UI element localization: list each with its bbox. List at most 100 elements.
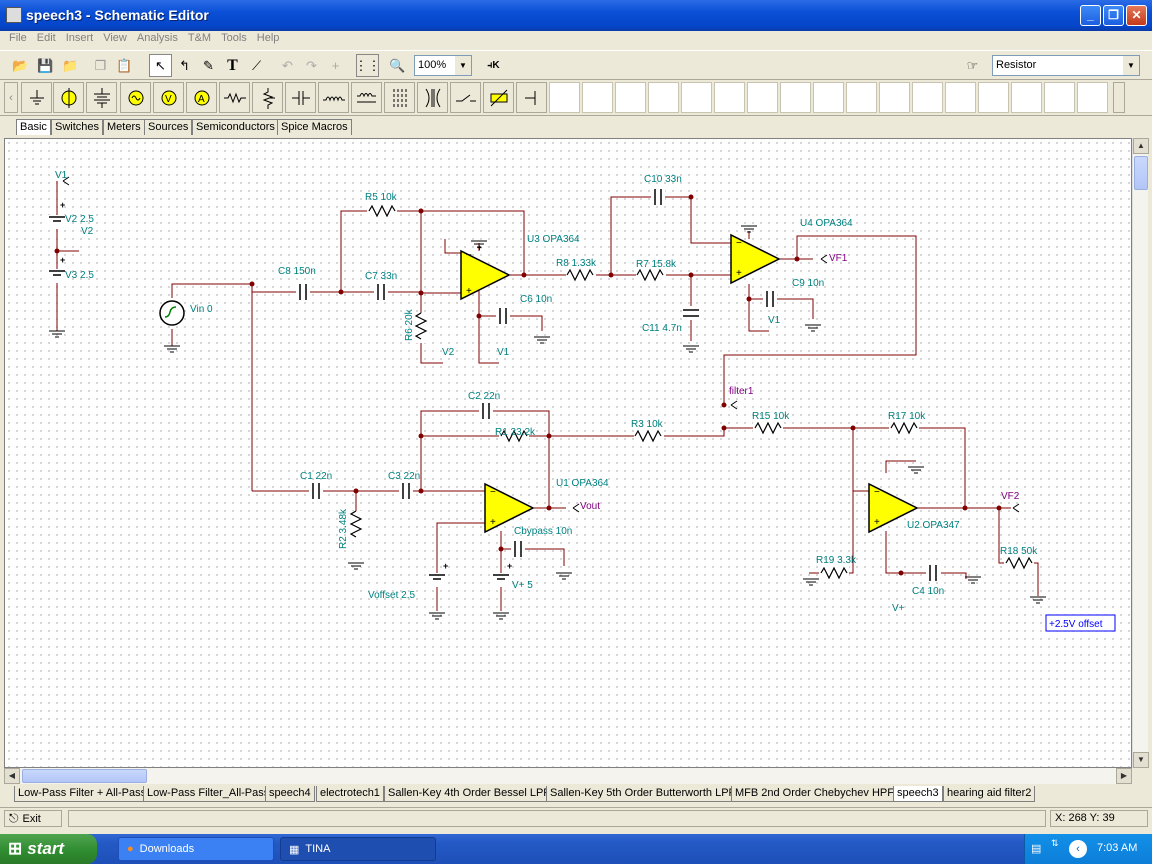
label-r18: R18 50k: [1000, 546, 1038, 557]
redo-icon[interactable]: ↷: [306, 57, 317, 73]
horizontal-scrollbar[interactable]: ◀ ▶: [4, 768, 1132, 784]
label-vout: Vout: [580, 501, 600, 512]
close-button[interactable]: ✕: [1126, 5, 1147, 26]
component-k-icon[interactable]: ⫞K: [487, 60, 500, 71]
sheet-tab[interactable]: electrotech1: [316, 786, 384, 802]
scroll-down-icon[interactable]: ▼: [1133, 752, 1149, 768]
menu-analysis[interactable]: Analysis: [136, 32, 178, 44]
maximize-button[interactable]: ❐: [1103, 5, 1124, 26]
sheet-tab[interactable]: speech4: [265, 786, 315, 802]
label-c6: C6 10n: [520, 294, 552, 305]
text-tool-icon[interactable]: T: [227, 56, 238, 74]
copy-icon[interactable]: ❐: [94, 57, 107, 73]
battery-v2[interactable]: [47, 215, 67, 229]
chevron-down-icon[interactable]: ▼: [455, 56, 471, 75]
component-select[interactable]: Resistor ▼: [992, 55, 1140, 76]
inductor-icon[interactable]: [318, 82, 349, 113]
open-folder-icon[interactable]: 📂: [12, 57, 29, 73]
voltage-source-icon[interactable]: [120, 82, 151, 113]
battery-icon[interactable]: [86, 82, 117, 113]
sheet-tab-active[interactable]: speech3: [893, 786, 943, 802]
battery-v3[interactable]: [47, 269, 67, 283]
menu-help[interactable]: Help: [256, 32, 280, 44]
menu-tools[interactable]: Tools: [221, 32, 247, 44]
chevron-left-icon[interactable]: ‹: [1069, 840, 1087, 858]
sheet-tab[interactable]: Sallen-Key 5th Order Butterworth LPF: [546, 786, 740, 802]
zoom-select[interactable]: 100% ▼: [414, 55, 472, 76]
svg-text:−: −: [466, 250, 472, 261]
potentiometer-icon[interactable]: [252, 82, 283, 113]
start-button[interactable]: ⊞ start: [0, 834, 97, 864]
label-r2: R2 3.48k: [338, 508, 349, 549]
tab-sources[interactable]: Sources: [144, 119, 193, 135]
pencil-icon[interactable]: ✎: [203, 57, 214, 73]
main-toolbar: 📂 💾 📁 ❐ 📋 ↖ ↰ ✎ T ⟋ ↶ ↷ + ⋮⋮ 🔍 100% ▼ ⫞K…: [0, 50, 1152, 80]
open-icon[interactable]: 📁: [62, 57, 79, 73]
chevron-down-icon[interactable]: ▼: [1123, 56, 1139, 75]
undo-icon[interactable]: ↶: [282, 57, 293, 73]
task-label: TINA: [305, 843, 331, 855]
ideal-transformer-icon[interactable]: [417, 82, 448, 113]
resistor-icon[interactable]: [219, 82, 250, 113]
capacitor-c6: [496, 307, 510, 325]
menu-insert[interactable]: Insert: [65, 32, 94, 44]
task-tina[interactable]: ▦ TINA: [280, 837, 436, 861]
labels: V1 V2 2.5 V2 V3 2.5 Vin 0 C8 150n R5 10k…: [55, 170, 1038, 614]
schematic-drawing[interactable]: −+ + −+ −+: [5, 139, 1132, 768]
tab-meters[interactable]: Meters: [103, 119, 145, 135]
sheet-tab[interactable]: Low-Pass Filter + All-Pass: [14, 786, 151, 802]
menu-tm[interactable]: T&M: [187, 32, 212, 44]
tab-basic[interactable]: Basic: [16, 119, 51, 135]
scroll-right-icon[interactable]: ▶: [1116, 768, 1132, 784]
grid-icon[interactable]: ⋮⋮: [355, 54, 381, 77]
minimize-button[interactable]: _: [1080, 5, 1101, 26]
schematic-canvas[interactable]: −+ + −+ −+: [4, 138, 1132, 768]
switch-icon[interactable]: [450, 82, 481, 113]
horizontal-scroll-thumb[interactable]: [22, 769, 147, 783]
scroll-left-icon[interactable]: ◀: [4, 768, 20, 784]
menu-file[interactable]: File: [9, 32, 27, 44]
vertical-scrollbar[interactable]: ▲ ▼: [1132, 138, 1149, 768]
tray-icon[interactable]: ▤: [1031, 843, 1042, 855]
cross-icon[interactable]: +: [331, 58, 340, 73]
jumper-icon[interactable]: [516, 82, 547, 113]
select-arrow-icon[interactable]: ↖: [149, 54, 172, 77]
label-v1-u4: V1: [768, 315, 781, 326]
task-downloads[interactable]: ● Downloads: [118, 837, 274, 861]
sheet-tab[interactable]: Low-Pass Filter_All-Pass: [143, 786, 274, 802]
wire-tool-icon[interactable]: ↰: [179, 57, 190, 73]
transformer-icon[interactable]: [384, 82, 415, 113]
tab-switches[interactable]: Switches: [51, 119, 104, 135]
ground-icon[interactable]: [21, 82, 52, 113]
scroll-up-icon[interactable]: ▲: [1133, 138, 1149, 154]
sheet-tab[interactable]: MFB 2nd Order Chebychev HPF: [731, 786, 898, 802]
vertical-scroll-thumb[interactable]: [1134, 156, 1148, 190]
empty-slot: [846, 82, 877, 113]
tab-semiconductors[interactable]: Semiconductors: [192, 119, 279, 135]
paste-icon[interactable]: 📋: [116, 57, 133, 73]
coupled-inductor-icon[interactable]: [351, 82, 382, 113]
lamp-icon[interactable]: [53, 82, 84, 113]
ammeter-icon[interactable]: A: [186, 82, 217, 113]
components[interactable]: −+ + −+ −+: [47, 176, 1047, 620]
tab-spice-macros[interactable]: Spice Macros: [277, 119, 352, 135]
coordinates-readout: X: 268 Y: 39: [1050, 810, 1148, 827]
variable-resistor-icon[interactable]: [483, 82, 514, 113]
offset-note[interactable]: +2.5V offset: [1045, 614, 1116, 632]
zoom-icon[interactable]: 🔍: [389, 57, 406, 73]
tray-icon[interactable]: ⇅: [1051, 838, 1059, 848]
voltmeter-icon[interactable]: V: [153, 82, 184, 113]
scroll-left-icon[interactable]: ‹: [4, 82, 18, 113]
voltage-source-vin[interactable]: [159, 300, 185, 326]
status-bar: ⎋ Exit X: 268 Y: 39: [0, 807, 1152, 829]
capacitor-icon[interactable]: [285, 82, 316, 113]
hand-pointer-icon[interactable]: ☞: [966, 57, 979, 73]
save-icon[interactable]: 💾: [37, 57, 54, 73]
scroll-right-icon[interactable]: [1113, 82, 1125, 113]
exit-button[interactable]: ⎋ Exit: [4, 810, 62, 827]
delete-wire-icon[interactable]: ⟋: [251, 57, 262, 73]
menu-edit[interactable]: Edit: [36, 32, 56, 44]
sheet-tab[interactable]: hearing aid filter2: [943, 786, 1036, 802]
menu-view[interactable]: View: [103, 32, 127, 44]
sheet-tab[interactable]: Sallen-Key 4th Order Bessel LPF: [384, 786, 555, 802]
